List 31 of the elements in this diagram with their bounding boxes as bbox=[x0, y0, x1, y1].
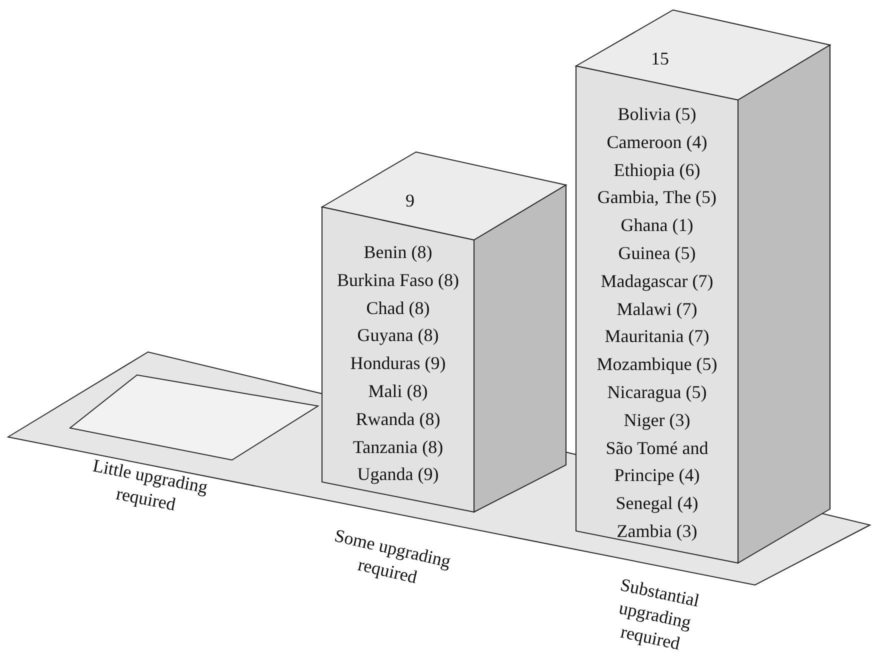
country-label: São Tomé and Principe (4) bbox=[604, 436, 710, 488]
country-label: Malawi (7) bbox=[616, 298, 698, 321]
category-label: Substantial upgrading required bbox=[616, 572, 702, 656]
country-label: Madagascar (7) bbox=[600, 270, 714, 293]
country-label: Mozambique (5) bbox=[596, 353, 718, 376]
country-label: Cameroon (4) bbox=[606, 130, 708, 154]
country-label: Rwanda (8) bbox=[354, 408, 442, 431]
country-label: Ethiopia (6) bbox=[612, 158, 702, 182]
country-label: Nicaragua (5) bbox=[606, 380, 708, 404]
bar bbox=[321, 151, 568, 514]
country-label: Benin (8) bbox=[362, 241, 434, 264]
country-label: Niger (3) bbox=[622, 408, 692, 432]
country-label: Tanzania (8) bbox=[352, 436, 444, 459]
country-label: Senegal (4) bbox=[614, 492, 700, 516]
bar bbox=[575, 9, 832, 565]
country-label: Mali (8) bbox=[367, 380, 429, 403]
country-label: Bolivia (5) bbox=[616, 103, 698, 126]
country-label: Uganda (9) bbox=[356, 463, 440, 486]
category-label: Some upgrading required bbox=[332, 524, 454, 590]
country-label: Honduras (9) bbox=[349, 352, 447, 376]
bar-value: 9 bbox=[406, 190, 414, 212]
bar-value: 15 bbox=[651, 48, 669, 70]
country-label: Chad (8) bbox=[365, 296, 431, 320]
country-label: Guyana (8) bbox=[356, 324, 440, 348]
country-label: Burkina Faso (8) bbox=[336, 268, 460, 292]
country-label: Ghana (1) bbox=[620, 214, 694, 238]
country-label: Gambia, The (5) bbox=[596, 186, 718, 210]
country-label: Guinea (5) bbox=[617, 242, 697, 265]
country-label: Zambia (3) bbox=[616, 520, 698, 543]
country-label: Mauritania (7) bbox=[604, 325, 710, 348]
category-label: Little upgrading required bbox=[90, 454, 210, 516]
